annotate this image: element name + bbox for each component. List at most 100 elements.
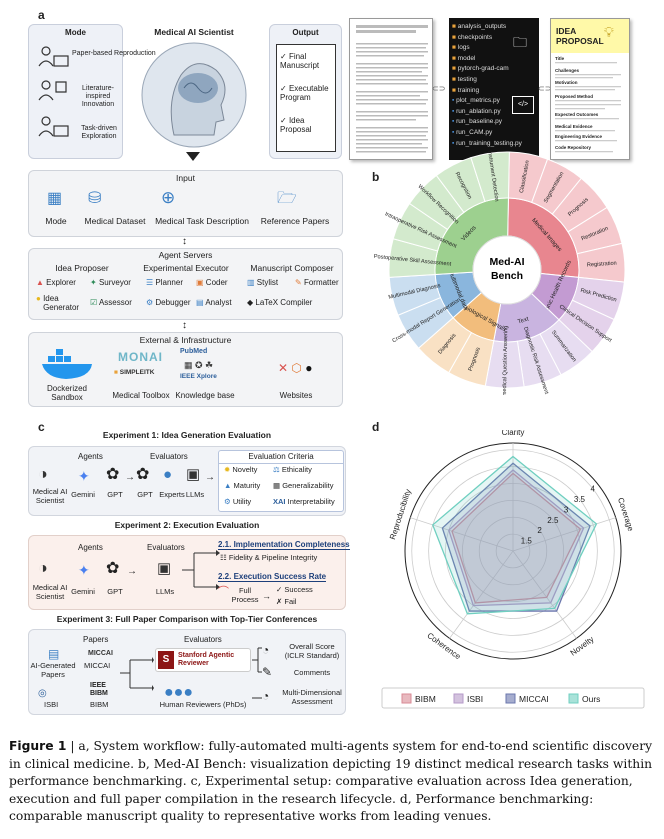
knowledge-icons: ▦ ✪ ☘ [184,360,214,370]
file-item[interactable]: ■ logs [452,44,470,52]
radar-tick-label: 1.5 [521,537,533,546]
file-item[interactable]: ■ testing [452,75,477,83]
file-item[interactable]: ▪ run_training_testing.py [452,139,522,147]
exp3-paper-ai: AI-Generated Papers [30,661,76,679]
ieee-bibm-logo: IEEE BIBM [90,682,108,697]
grid-icon: ▦ [47,190,63,207]
category-label: Text [517,316,530,325]
exp1-evaluator-llms: LLMs [185,490,205,499]
caption-text: | a, System workflow: fully-automated mu… [9,739,653,824]
radar-tick-label: 2 [537,526,542,535]
stylist-icon: ▥ [247,278,255,287]
file-item[interactable]: ■ checkpoints [452,33,493,41]
input-item-mode: Mode [45,216,67,226]
file-item[interactable]: ■ pytorch-grad-cam [452,65,509,73]
executor-title: Experimental Executor [143,263,229,273]
criterion-interpretability: Interpretability [287,497,335,506]
criteria-title: Evaluation Criteria [218,452,344,465]
idea-section: Expected Outcomes [555,112,599,117]
criterion-maturity: Maturity [233,481,261,490]
analyst-icon: ▤ [196,298,204,307]
code-icon: </> [512,96,534,114]
simpleitk-logo: ■ SIMPLEITK [114,369,155,376]
target-icon: ⊕ [161,188,176,207]
ethicality-icon: ⚖ [273,465,280,474]
exp2-s1-item: Fidelity & Pipeline Integrity [228,553,318,562]
radar-axis-line [410,517,514,552]
exp2-agent-gemini: Gemini [71,587,95,596]
exp2-s1-title: 2.1. Implementation Completeness [218,540,350,551]
input-item-task: Medical Task Description [155,216,249,226]
agent-coder: Coder [205,278,228,287]
debugger-icon: ⚙ [146,298,154,307]
scientist-title: Medical AI Scientist [154,27,234,37]
exp2-s2-title: 2.2. Execution Success Rate [218,572,327,583]
file-item[interactable]: ▪ run_CAM.py [452,128,493,136]
file-item[interactable]: ▪ run_baseline.py [452,118,503,126]
idea-section: Title [555,56,565,61]
xai-icon: XAI [273,497,286,506]
exp1-agent-scientist: Medical AI Scientist [32,487,68,505]
radar-tick-label: 3.5 [574,495,586,504]
score-icon: ◔ [262,643,270,657]
external-item-sandbox: Dockerized Sandbox [46,384,87,403]
agent-stylist: Stylist [256,278,279,287]
novelty-icon: ✹ [224,465,231,474]
exp1-evaluator-gpt: GPT [137,490,153,499]
person-icon [41,46,51,56]
lightbulb-icon: 💡︎ [604,24,614,40]
panel-label-b: b [372,170,380,184]
file-item[interactable]: ■ model [452,54,476,62]
external-item-websites: Websites [279,391,313,400]
brain-head-icon [141,42,247,148]
mode-item-2: Literature-inspired Innovation [81,85,115,109]
exp3-paper-isbi: ISBI [44,700,59,709]
exp2-evaluator-llms: LLMs [155,587,175,596]
external-item-knowledge: Knowledge base [175,391,235,400]
list-icon: ☷ [220,553,227,562]
legend-label: BIBM [415,694,436,704]
assessment-icon: ◔ [262,689,270,703]
mode-item-3: Task-driven Exploration [81,125,117,141]
exp2-agent-scientist: Medical AI Scientist [32,583,68,601]
legend-swatch [401,693,412,704]
criterion-ethicality: Ethicality [281,465,312,474]
person-icon [41,80,51,90]
file-item[interactable]: ■ analysis_outputs [452,23,507,30]
file-list: ■ analysis_outputs ■ checkpoints ■ logs … [452,22,522,149]
coder-icon: ▣ [196,278,204,287]
experts-icon: ● [163,466,173,483]
radar-axis-label: Novelty [569,635,596,658]
idea-section: Engineering Evidence [555,134,603,139]
gpt-icon: ✿ [106,466,120,483]
task-arc [470,151,510,203]
exp3-evaluators-label: Evaluators [184,635,222,644]
surveyor-icon: ✦ [90,278,97,287]
file-item[interactable]: ■ training [452,86,480,94]
panel-label-c: c [38,420,45,434]
input-box [28,170,343,237]
exp1-agents-label: Agents [78,452,103,461]
radar-axis-line [512,517,616,552]
output-title: Output [292,28,319,37]
criteria-box [218,450,344,512]
reviewer-stanford: Stanford Agentic Reviewer [178,652,235,667]
person-icon [41,116,51,126]
idea-section: Proposed Method [555,94,593,99]
external-item-toolbox: Medical Toolbox [112,391,170,400]
proposer-title: Idea Proposer [55,263,109,273]
caption-label: Figure 1 [9,739,67,753]
task-label: Biomedical Question Answering [502,326,510,395]
agents-title: Agent Servers [158,250,213,260]
exp2-agents-label: Agents [78,543,103,552]
file-item[interactable]: ▪ run_ablation.py [452,107,501,115]
exp2-success: Success [284,585,313,594]
pubmed-logo: PubMed [180,348,208,355]
radar-axis-label: Clarity [502,430,525,437]
isbi-logo: ◎ [38,688,47,699]
panel-label-a: a [38,8,45,22]
success-icon: ✓ [276,585,283,594]
file-item[interactable]: ▪ plot_metrics.py [452,97,500,105]
